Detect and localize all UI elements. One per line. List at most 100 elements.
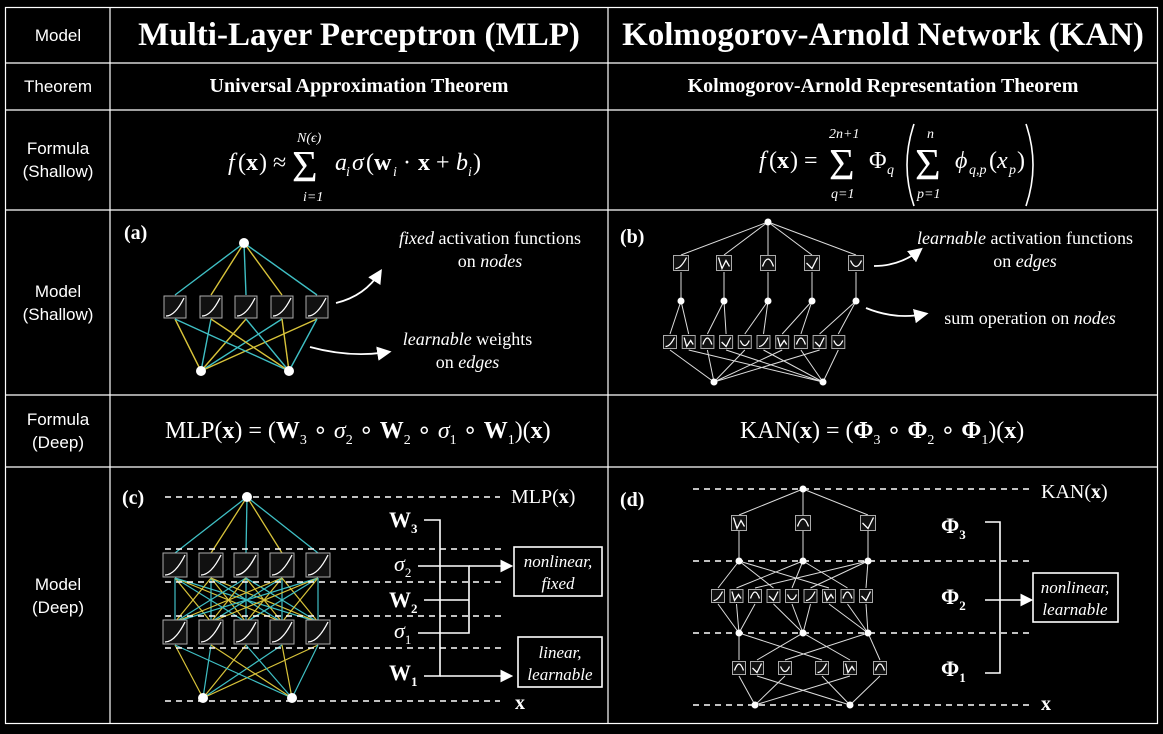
a-output-node [239,238,249,248]
c-edge-in [210,644,293,699]
b-sum-node [677,297,685,305]
d-activation-box-l2-frame [803,589,818,603]
svg-text:ϕ: ϕ [955,148,967,174]
a-activation-box-curve [272,297,292,317]
c-edge-top [245,496,248,554]
b-edge-sum [706,300,725,335]
mlp-shallow-formula: f ( x ) ≈ N(ϵ) Σ i=1 a i σ ( w i · x + b… [228,131,481,205]
b-activation-box-low-curve [683,337,694,349]
box-nonlinear-fixed-line1: nonlinear, [524,552,592,571]
b-edge-in [713,349,783,383]
c-activation-box-upper [162,552,188,578]
d-activation-box-l2 [785,589,799,603]
b-activation-box-low-frame [663,335,677,349]
b-activation-box-low-frame [831,335,846,349]
row-label-model-shallow: Model (Shallow) [22,281,94,324]
c-activation-box-lower-curve [235,621,257,643]
d-activation-box-l2-frame [840,589,855,603]
d-activation-box-l2 [729,589,744,603]
svg-text:q,p: q,p [969,163,987,178]
d-activation-box-l1 [778,661,792,675]
svg-text:+: + [436,150,450,176]
d-activation-box-l2 [822,589,836,603]
a-activation-box [234,295,258,319]
d-activation-box-l2-curve [805,591,816,602]
kan-shallow-formula: f ( x ) = 2n+1 Σ q=1 Φ q n Σ p=1 ϕ q,p (… [759,123,1034,207]
d-edge-l2-up [717,560,740,589]
d-edge-l2-down [717,603,740,634]
mlp-learnable-weights-note: learnable weights on edges [402,329,533,372]
b-activation-box-low [700,335,715,349]
c-activation-box-lower [233,619,259,645]
b-activation-box-frame [673,255,689,271]
b-activation-box-frame [716,255,732,271]
c-activation-box-lower [198,619,224,645]
panel-b-label: (b) [620,226,645,248]
kan-header: Kolmogorov-Arnold Network (KAN) [622,17,1144,53]
svg-text:KAN(x) = (Φ3 ∘ Φ2 ∘ Φ1)(x): KAN(x) = (Φ3 ∘ Φ2 ∘ Φ1)(x) [740,418,1024,448]
d-edge-l2-up [754,560,869,589]
d-edge-l2-up [738,560,830,589]
d-edge-l1-up [867,632,881,661]
svg-text:b: b [456,150,468,176]
svg-text:Σ: Σ [829,140,855,189]
b-activation-box-low [793,335,808,349]
d-edge-l2-up [865,560,869,589]
b-activation-box-low-curve [665,337,676,348]
svg-text:(: ( [238,150,246,176]
box-linear-learnable-line2: learnable [527,665,593,684]
d-activation-box-l3-frame [731,515,747,531]
svg-text:) =: ) = [790,148,818,174]
d-edge-in [754,675,851,706]
d-activation-box-l2-curve [768,591,779,602]
svg-text:f: f [759,148,769,174]
d-activation-box-l3-frame [860,515,876,531]
a-activation-box-frame [163,295,187,319]
b-edge-sum [819,300,857,335]
b-edge-top [767,221,857,256]
d-activation-box-l2-frame [729,589,744,603]
c-edge-mid [174,577,319,623]
d-edge-l2-up [810,560,869,589]
svg-text:i: i [393,165,397,180]
d-activation-box-l3 [731,515,747,531]
a-activation-box-frame [270,295,294,319]
a-edge-in [245,318,290,372]
d-activation-box-l2 [711,589,725,603]
c-activation-box-lower-curve [164,621,186,643]
d-activation-box-l2-frame [711,589,725,603]
row-label-model: Model [34,26,82,45]
c-activation-box-upper-frame [305,552,331,578]
svg-text:f: f [228,150,238,176]
c-activation-box-lower-curve [200,621,222,643]
b-activation-box-low-curve [721,337,732,348]
d-activation-box-l3-frame [795,515,811,531]
d-activation-box-l1-frame [778,661,792,675]
c-edge-mid [174,577,247,623]
b-activation-box [716,255,732,271]
a-edge-out [243,242,247,296]
box-nonlinear-learnable-line2: learnable [1042,600,1108,619]
b-edge-in [688,349,824,383]
row-label-model-deep: Model (Deep) [32,574,84,617]
d-edge-l2-down [791,603,804,634]
box-linear-learnable-line1: linear, [539,643,582,662]
d-edge-l2-up [738,560,774,589]
c-edge-in [174,644,204,699]
kan-learnable-activation-note: learnable activation functions on edges [917,228,1133,271]
mlp-fixed-activation-note: fixed activation functions on nodes [399,228,581,271]
d-edge-top [802,488,869,516]
b-activation-box-low [775,335,790,349]
b-activation-box-low-curve [739,340,750,347]
c-activation-box-lower [269,619,295,645]
d-edge-l2-up [736,560,804,589]
c-activation-box-upper-frame [162,552,188,578]
svg-text:q: q [887,163,894,178]
c-activation-box-lower [162,619,188,645]
kan-sum-nodes-note: sum operation on nodes [944,308,1116,328]
b-sum-node [808,297,816,305]
layer-sigma2: σ2 [394,551,411,580]
d-activation-box-l2-curve [823,591,835,603]
a-edge-in [174,318,290,372]
